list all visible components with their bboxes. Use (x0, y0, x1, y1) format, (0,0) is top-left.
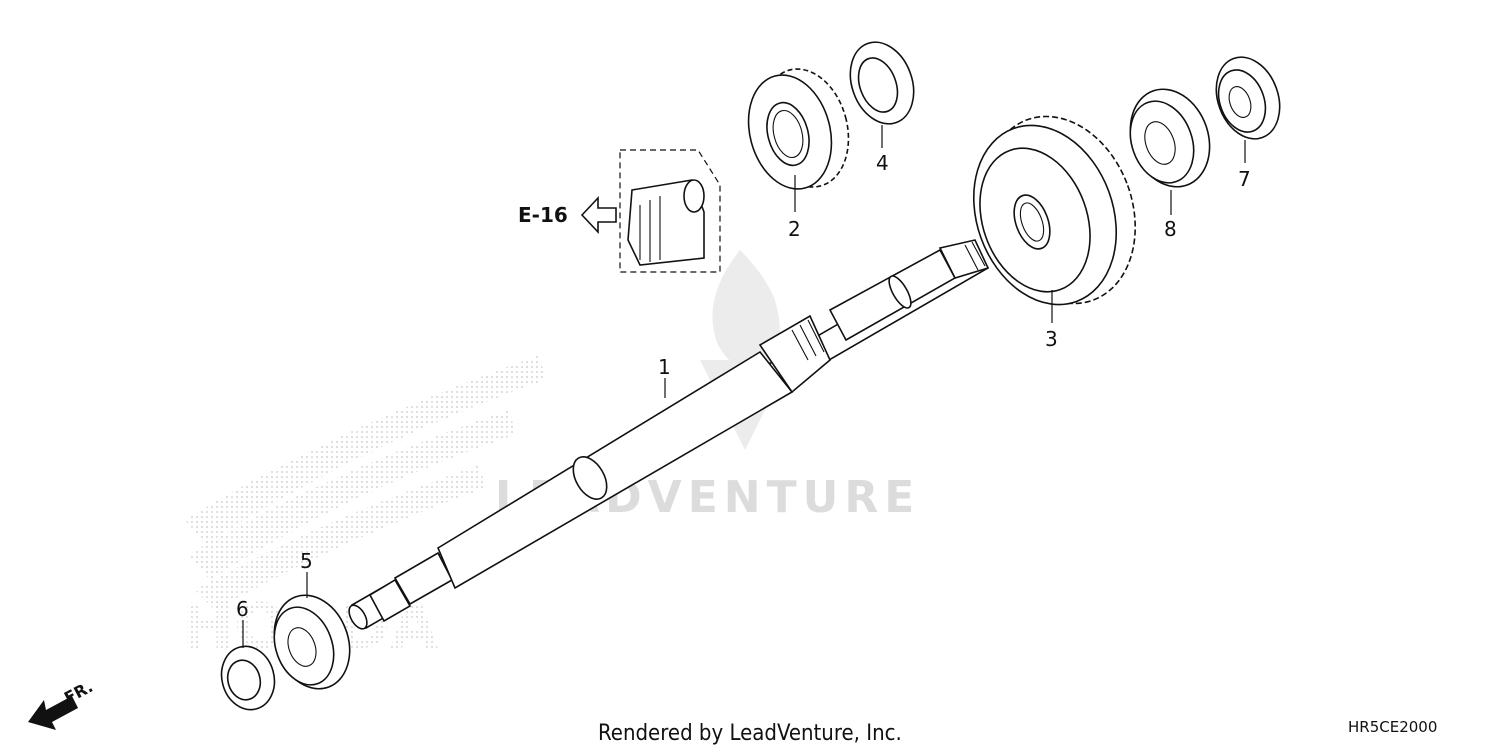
bearing-right-part (1129, 88, 1211, 188)
callout-2: 2 (788, 217, 801, 241)
honda-wing-watermark (185, 355, 545, 610)
shaft-part (348, 239, 990, 630)
callout-3: 3 (1045, 327, 1058, 351)
callout-6: 6 (236, 597, 249, 621)
callout-7: 7 (1238, 167, 1251, 191)
oil-seal-left-part (220, 645, 276, 711)
callout-1: 1 (658, 355, 671, 379)
small-gear-part (747, 68, 850, 190)
callout-8: 8 (1164, 217, 1177, 241)
callout-4: 4 (876, 151, 889, 175)
reference-label: E-16 (518, 203, 568, 227)
oil-seal-right-part (1215, 56, 1281, 140)
leader-lines (242, 125, 1246, 648)
bearing-left-part (273, 594, 351, 690)
callout-5: 5 (300, 549, 313, 573)
large-gear-part (972, 115, 1137, 306)
reference-e16-box (619, 149, 721, 273)
rendered-by-footer: Rendered by LeadVenture, Inc. (598, 721, 902, 746)
reference-arrow-icon (580, 195, 617, 235)
diagram-code: HR5CE2000 (1348, 718, 1437, 736)
front-direction-arrow-icon (28, 696, 78, 730)
thrust-washer-part (849, 41, 915, 125)
